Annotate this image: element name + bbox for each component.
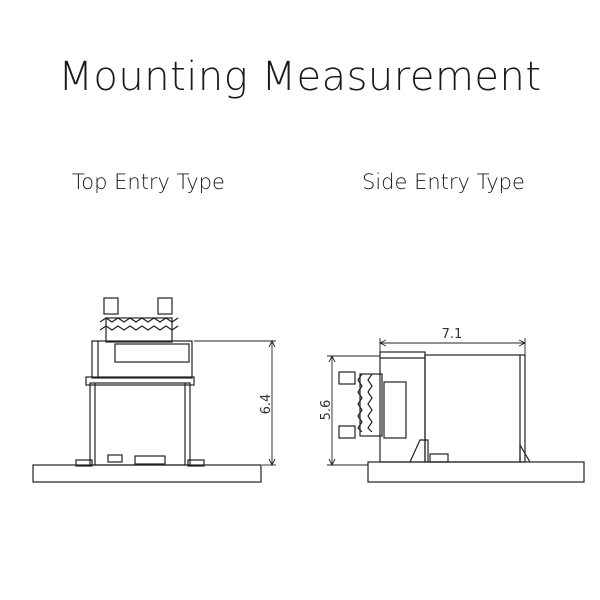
side-entry-height-dimension bbox=[327, 354, 380, 467]
side-entry-label: Side Entry Type bbox=[362, 170, 525, 194]
page-title: Mounting Measurement bbox=[58, 54, 542, 100]
top-entry-housing bbox=[91, 340, 193, 379]
side-entry-drawing bbox=[327, 338, 585, 483]
top-entry-base-plate bbox=[32, 464, 262, 483]
top-entry-collar bbox=[85, 376, 195, 386]
side-entry-base-plate bbox=[367, 461, 585, 483]
side-entry-front bbox=[379, 351, 426, 463]
top-entry-pins bbox=[99, 297, 179, 343]
top-entry-body bbox=[89, 382, 191, 466]
side-entry-pins bbox=[338, 371, 383, 439]
side-entry-width-label: 7.1 bbox=[442, 327, 463, 342]
side-entry-width-dimension bbox=[378, 338, 527, 355]
side-entry-body bbox=[424, 354, 526, 463]
top-entry-drawing bbox=[32, 297, 276, 483]
top-entry-label: Top Entry Type bbox=[72, 170, 225, 194]
side-entry-height-label: 5.6 bbox=[319, 400, 334, 421]
top-entry-dimension bbox=[194, 339, 276, 467]
top-entry-height-label: 6.4 bbox=[259, 394, 274, 415]
